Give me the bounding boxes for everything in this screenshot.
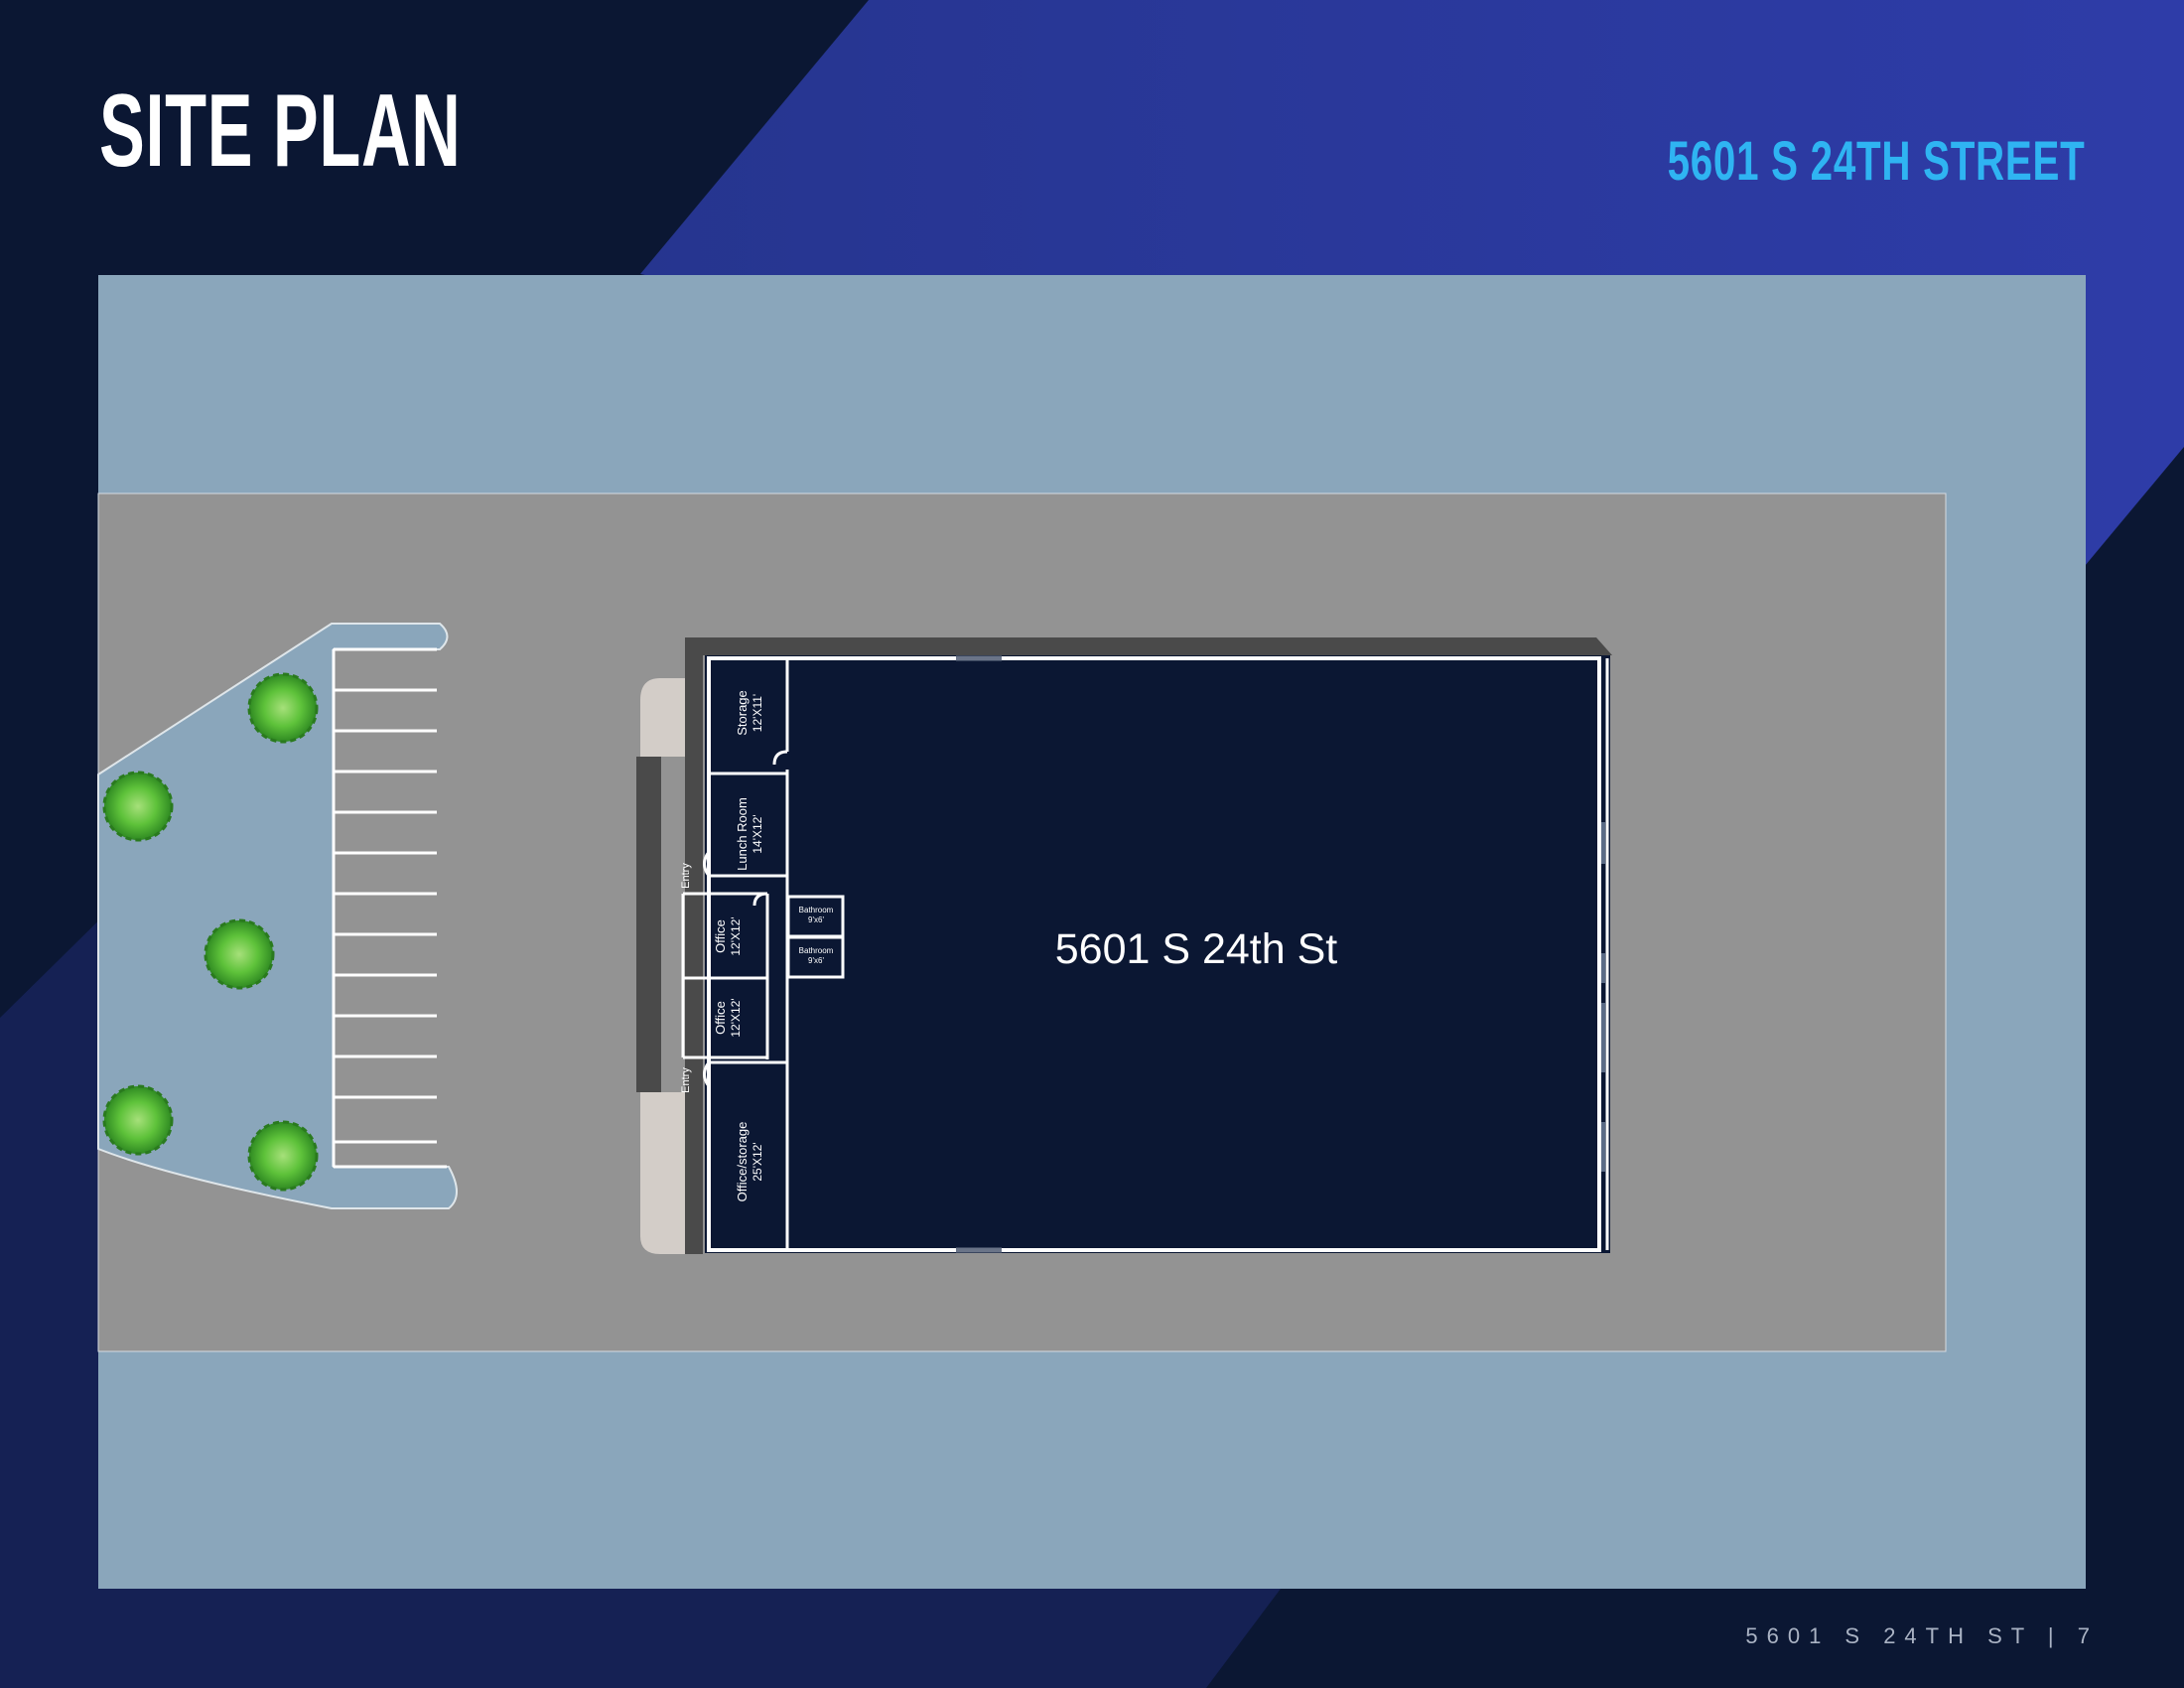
room-size: 12'X12'	[729, 998, 743, 1037]
tree-icon	[102, 771, 174, 842]
tree-icon	[247, 1120, 319, 1192]
address-header: 5601 S 24TH STREET	[1667, 129, 2085, 192]
room-office-2: Office 12'X12'	[713, 998, 743, 1037]
building-shadow-top	[685, 637, 1612, 655]
room-name: Office	[713, 1001, 728, 1035]
footer-page-label: 5601 S 24TH ST | 7	[1745, 1623, 2099, 1648]
room-bathroom-1: Bathroom 9'x6'	[799, 906, 834, 924]
room-name: Office	[713, 919, 728, 953]
room-size: 12'X11'	[751, 694, 764, 732]
bathroom-2-outline	[786, 935, 845, 979]
interior-walls	[681, 658, 789, 1250]
room-name: Bathroom	[799, 946, 834, 955]
entry-label: Entry	[680, 863, 692, 889]
building-outline	[707, 656, 1601, 1252]
room-size: 14'X12'	[751, 814, 764, 853]
room-name: Bathroom	[799, 906, 834, 914]
room-size: 12'X12'	[729, 916, 743, 955]
trees	[102, 672, 319, 1192]
room-lunch-room: Lunch Room 14'X12'	[735, 797, 764, 871]
room-size: 25'X12'	[751, 1142, 764, 1181]
tree-icon	[204, 918, 275, 990]
sidewalk-north	[640, 678, 687, 757]
entry-strip	[636, 757, 661, 1092]
room-office-1: Office 12'X12'	[713, 916, 743, 955]
building-shadow-left	[685, 637, 703, 1254]
tree-icon	[247, 672, 319, 744]
building-footprint	[705, 655, 1610, 1253]
building-label: 5601 S 24th St	[1055, 925, 1338, 973]
landscape-island	[97, 623, 458, 1209]
parking-lines	[332, 647, 447, 1169]
room-name: Lunch Room	[735, 797, 750, 871]
room-storage: Storage 12'X11'	[735, 690, 764, 736]
page-title: SITE PLAN	[99, 73, 462, 189]
sidewalk-south	[640, 1092, 687, 1254]
room-office-storage: Office/storage 25'X12'	[735, 1122, 764, 1202]
room-bathroom-2: Bathroom 9'x6'	[799, 946, 834, 965]
room-name: Office/storage	[735, 1122, 750, 1202]
entry-label: Entry	[680, 1067, 692, 1093]
tree-icon	[102, 1084, 174, 1156]
room-size: 9'x6'	[808, 956, 824, 965]
room-name: Storage	[735, 690, 750, 736]
room-size: 9'x6'	[808, 915, 824, 924]
